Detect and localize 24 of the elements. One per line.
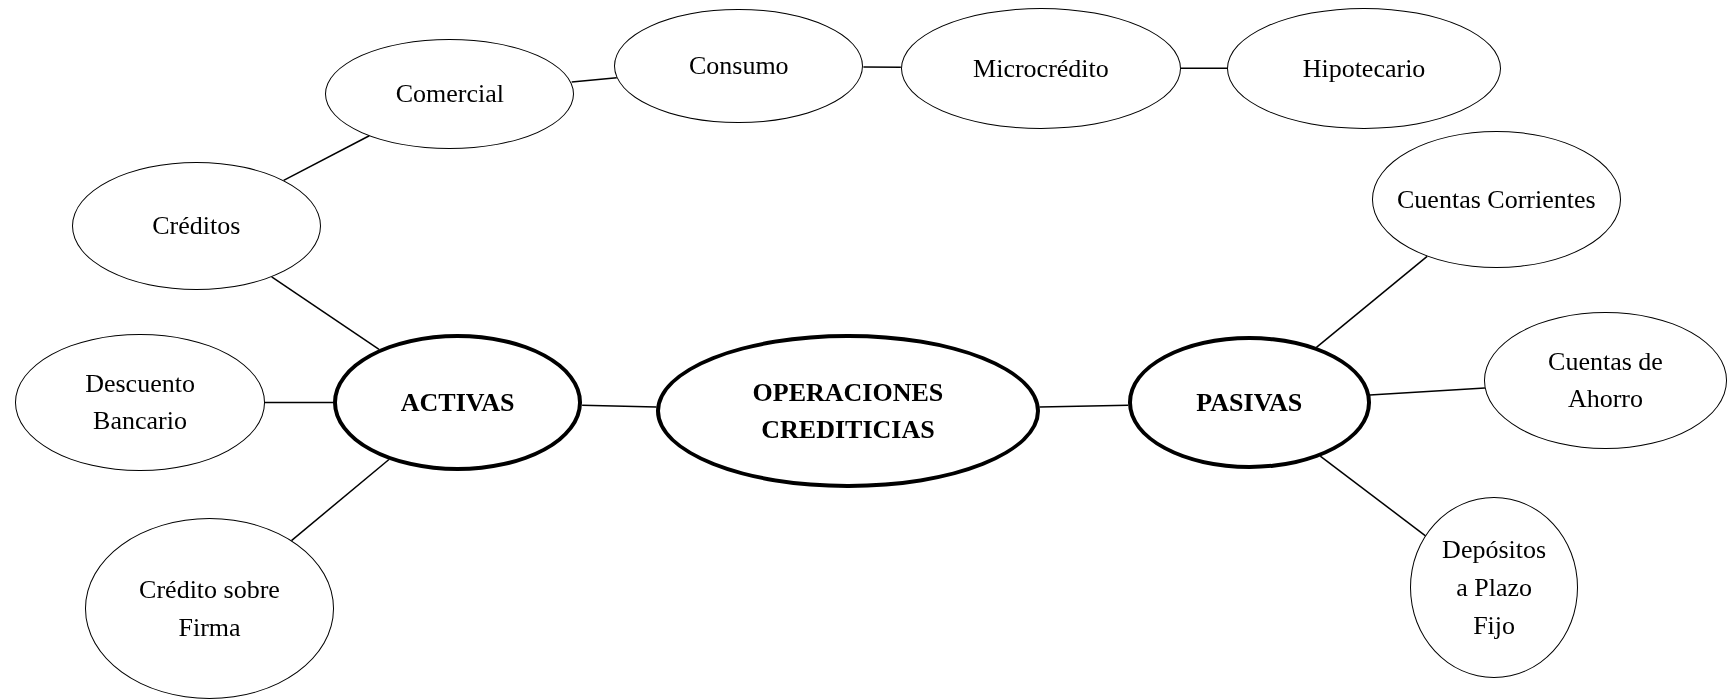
node-label: Comercial xyxy=(395,77,505,110)
connector-line xyxy=(1038,404,1129,408)
connector-line xyxy=(263,401,334,404)
node-label: Consumo xyxy=(688,50,789,83)
node-label: Microcrédito xyxy=(973,52,1109,85)
connector-line xyxy=(862,66,902,69)
node-label: Créditos xyxy=(152,210,241,243)
node-label: Depósitos a Plazo Fijo xyxy=(1441,534,1548,642)
connector-line xyxy=(1369,387,1486,396)
node-label: Crédito sobre Firma xyxy=(138,573,281,644)
connector-line xyxy=(282,135,371,182)
node-label: OPERACIONES CREDITICIAS xyxy=(751,376,945,447)
connector-line xyxy=(270,276,380,351)
node-label: ACTIVAS xyxy=(400,386,515,419)
connector-line xyxy=(1180,67,1229,70)
connector-line xyxy=(290,458,390,542)
node-label: Cuentas de Ahorro xyxy=(1547,345,1664,416)
connector-line xyxy=(1315,255,1428,349)
connector-line xyxy=(581,404,658,408)
node-label: Hipotecario xyxy=(1302,52,1426,85)
connector-line xyxy=(1319,455,1427,537)
node-label: Descuento Bancario xyxy=(84,367,196,438)
node-label: Cuentas Corrientes xyxy=(1397,183,1596,216)
node-label: PASIVAS xyxy=(1196,386,1303,419)
